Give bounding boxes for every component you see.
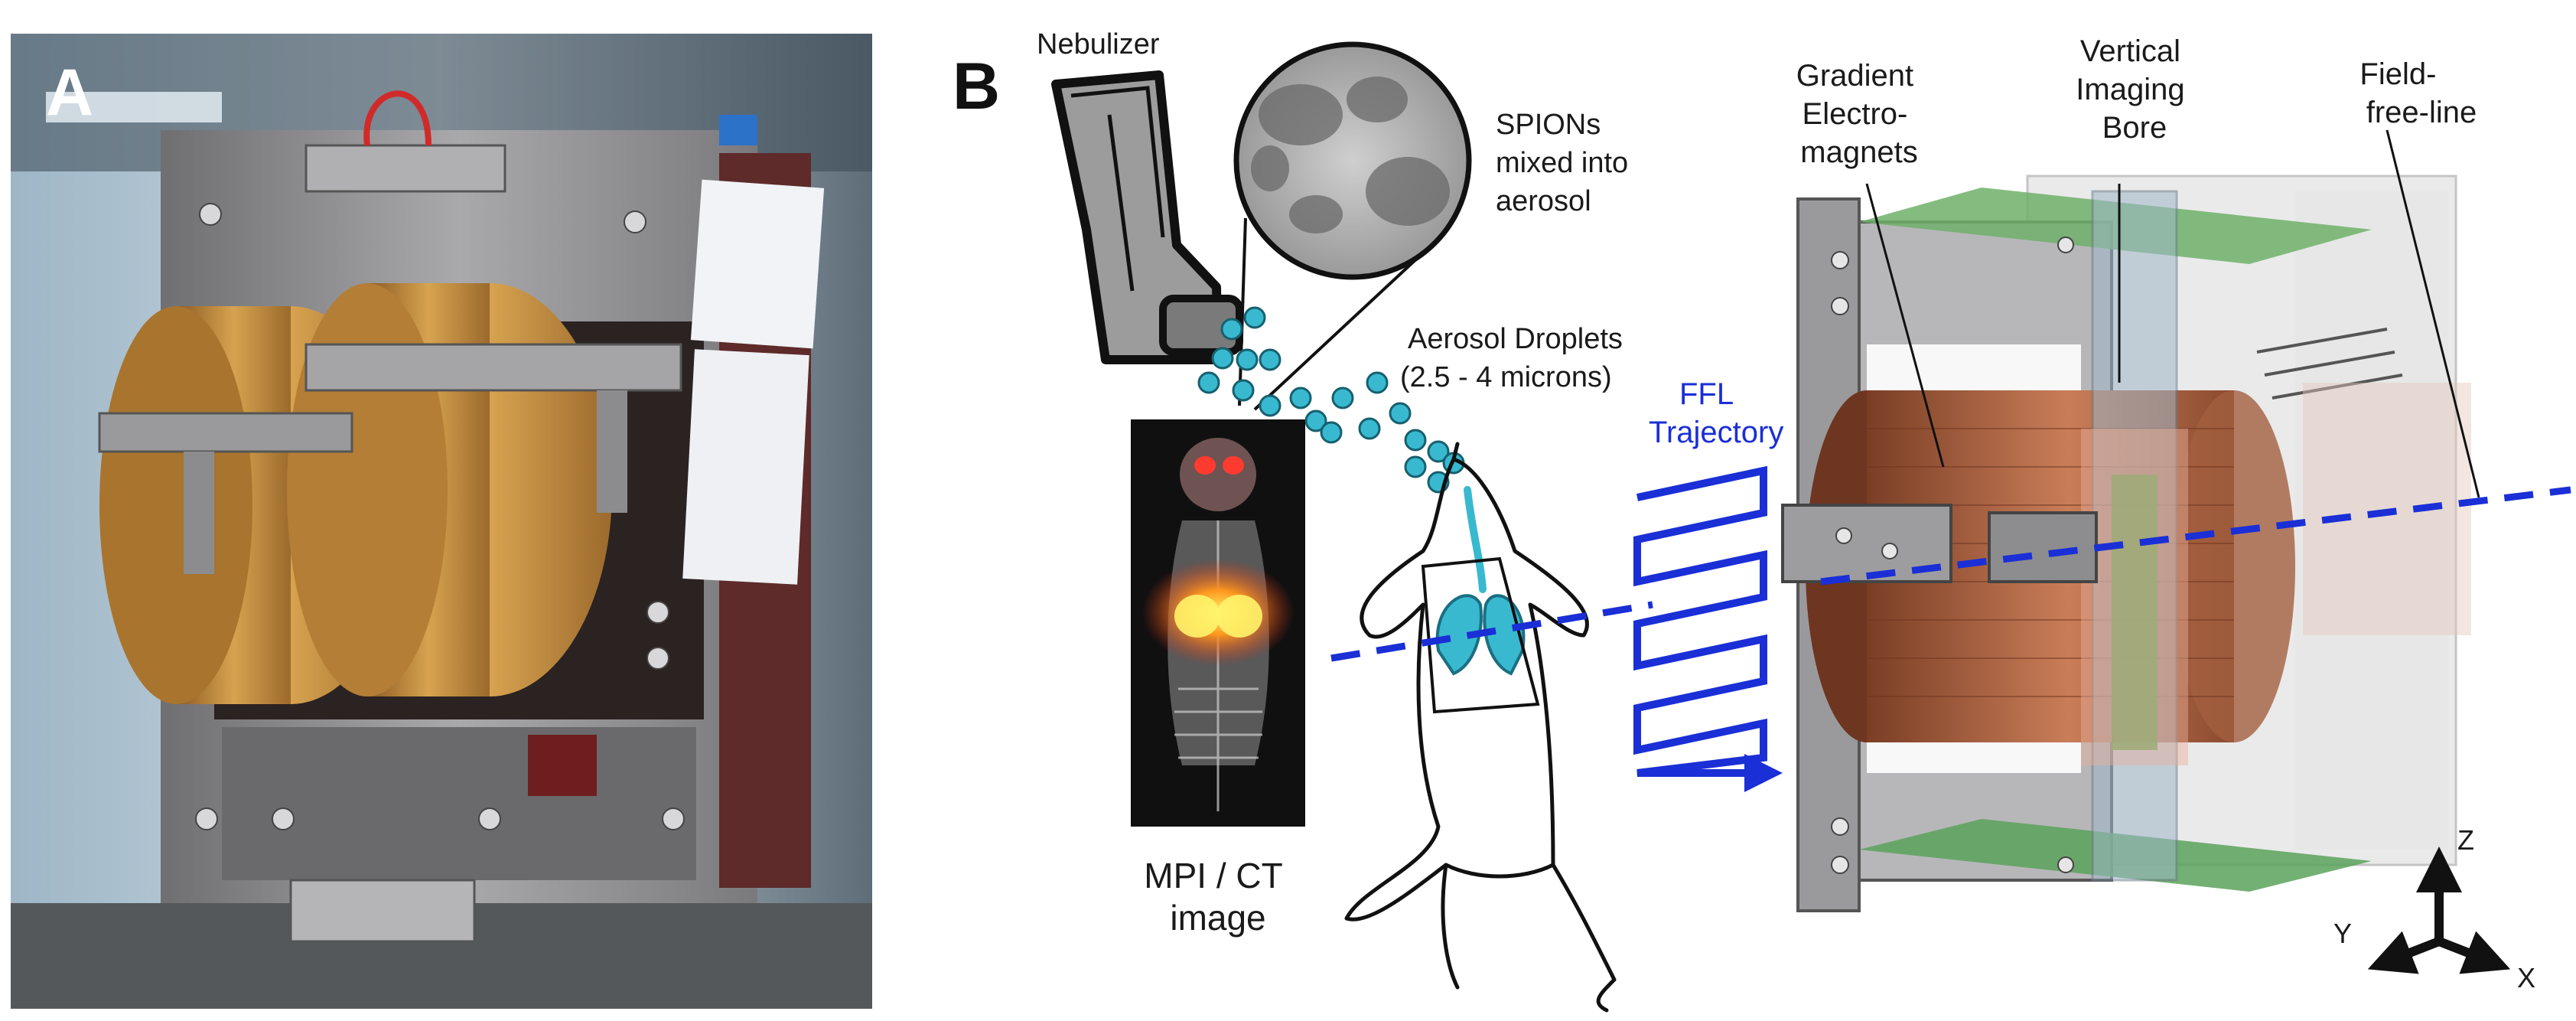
aerosol-droplet (1366, 371, 1389, 394)
aerosol-droplet (1236, 348, 1259, 371)
spions-label: SPIONs mixed into aerosol (1496, 109, 1636, 217)
gradient-electromagnets-label: Gradient Electro- magnets (1796, 59, 1923, 169)
field-free-line-label: Field- free-line (2359, 57, 2477, 129)
scanner-cad-render (1781, 175, 2471, 912)
aerosol-droplet (1404, 455, 1427, 478)
nebulizer-illustration (1051, 70, 1243, 364)
aerosol-droplet (1232, 379, 1255, 402)
aerosol-droplet (1404, 429, 1427, 452)
axis-triad (2367, 846, 2511, 974)
panel-b-label: B (953, 50, 1000, 123)
aerosol-droplet (1427, 440, 1450, 463)
ffl-dashed-line-mouse (1330, 601, 1653, 662)
nebulizer-label: Nebulizer (1037, 28, 1160, 60)
panel-a-label: A (46, 56, 93, 129)
axis-y-label: Y (2333, 918, 2352, 949)
vertical-imaging-bore-label: Vertical Imaging Bore (2076, 34, 2193, 145)
ffl-dashed-line-scanner (1820, 486, 2571, 586)
spion-tem-inset (1233, 41, 1472, 411)
aerosol-droplet (1220, 318, 1243, 341)
aerosol-droplet (1320, 421, 1343, 444)
aerosol-droplet (1358, 417, 1381, 440)
aerosol-droplet (1243, 306, 1266, 329)
aerosol-droplet (1211, 347, 1234, 370)
aerosol-droplet (1197, 371, 1220, 394)
aerosol-droplet (1331, 387, 1354, 409)
mpi-ct-label: MPI / CT image (1144, 856, 1291, 938)
ffl-trajectory-label: FFL Trajectory (1649, 377, 1783, 449)
aerosol-droplet (1389, 402, 1412, 425)
aerosol-droplet (1304, 409, 1327, 432)
mouse-lungs (1421, 486, 1540, 714)
ffl-trajectory-path (1633, 465, 1783, 792)
mpi-ct-image (1131, 419, 1305, 827)
mouse-illustration (1344, 442, 1617, 1013)
panel-a-photo (11, 34, 872, 1009)
label-leader-lines (1865, 129, 2480, 498)
aerosol-droplet (1259, 348, 1281, 371)
aerosol-droplets (1197, 306, 1465, 494)
axis-z-label: Z (2457, 824, 2474, 856)
aerosol-droplet (1289, 387, 1312, 409)
axis-x-label: X (2517, 962, 2535, 993)
droplets-label: Aerosol Droplets (2.5 - 4 microns) (1400, 323, 1630, 393)
aerosol-droplet (1259, 394, 1281, 417)
